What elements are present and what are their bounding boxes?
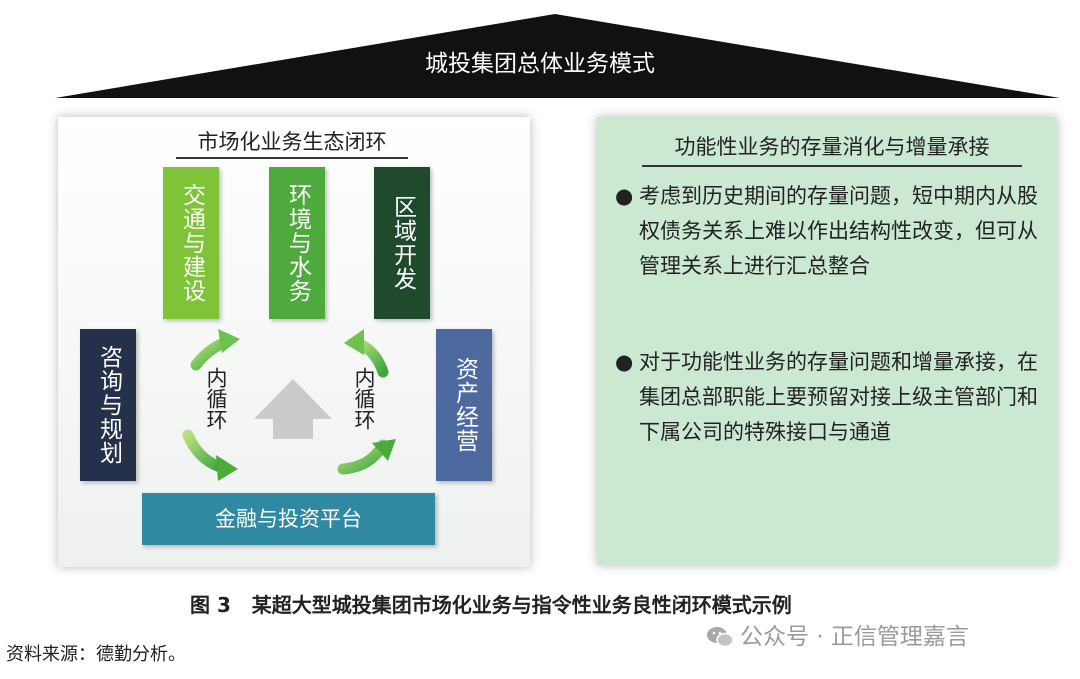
inner-loop-label-right: 内循环 — [352, 367, 376, 430]
bullet-text: 考虑到历史期间的存量问题，短中期内从股权债务关系上难以作出结构性改变，但可从管理… — [639, 184, 1038, 278]
market-ecosystem-panel: 市场化业务生态闭环 交通与建设 环境与水务 区域开发 咨询与规划 资产经营 — [58, 117, 530, 567]
market-ecosystem-title: 市场化业务生态闭环 — [197, 130, 387, 154]
box-environment-water: 环境与水务 — [269, 167, 325, 319]
finance-investment-platform: 金融与投资平台 — [142, 493, 435, 545]
box-traffic-construction: 交通与建设 — [163, 167, 219, 319]
source-note: 资料来源：德勤分析。 — [6, 644, 186, 665]
bullet-text: 对于功能性业务的存量问题和增量承接，在集团总部职能上要预留对接上级主管部门和下属… — [639, 350, 1038, 444]
loop-right-top-arrow — [344, 329, 389, 378]
roof-title: 城投集团总体业务模式 — [425, 51, 655, 77]
bullet-item: ● 对于功能性业务的存量问题和增量承接，在集团总部职能上要预留对接上级主管部门和… — [615, 345, 1045, 490]
box-consulting-planning: 咨询与规划 — [80, 329, 136, 481]
roof-shape — [55, 14, 1060, 98]
box-region-development: 区域开发 — [374, 167, 430, 319]
loop-right-bottom-arrow — [337, 439, 396, 475]
wechat-icon — [707, 627, 734, 648]
title-underline — [176, 157, 408, 159]
watermark-text: 公众号 · 正信管理嘉言 — [740, 624, 969, 650]
figure-caption: 图 3 某超大型城投集团市场化业务与指令性业务良性闭环模式示例 — [190, 593, 792, 617]
box-asset-operation: 资产经营 — [436, 329, 492, 481]
loop-arrows — [182, 329, 396, 481]
bullet-dot-icon: ● — [615, 350, 634, 374]
watermark: 公众号 · 正信管理嘉言 — [706, 617, 1056, 657]
inner-loop-label-left: 内循环 — [204, 367, 228, 430]
upward-arrow-icon — [254, 379, 332, 439]
bullet-dot-icon: ● — [615, 184, 634, 208]
loop-left-top-arrow — [190, 329, 240, 371]
functional-business-panel: 功能性业务的存量消化与增量承接 ● 考虑到历史期间的存量问题，短中期内从股权债务… — [597, 117, 1057, 565]
functional-business-title: 功能性业务的存量消化与增量承接 — [674, 135, 990, 159]
title-underline — [642, 165, 1022, 167]
bullet-item: ● 考虑到历史期间的存量问题，短中期内从股权债务关系上难以作出结构性改变，但可从… — [615, 179, 1045, 289]
loop-left-bottom-arrow — [182, 429, 238, 481]
